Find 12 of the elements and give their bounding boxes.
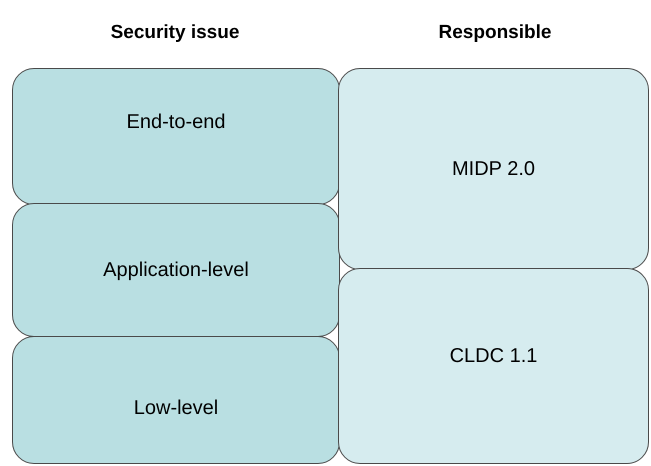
rounded-box [338, 68, 649, 270]
box-label: End-to-end [126, 111, 226, 134]
column-heading: Responsible [438, 22, 552, 44]
box-label: MIDP 2.0 [452, 158, 535, 180]
box-label: Low-level [134, 396, 218, 420]
box-label: Application-level [103, 258, 249, 282]
box-label: CLDC 1.1 [450, 344, 538, 368]
rounded-box [12, 203, 340, 337]
rounded-box [338, 268, 649, 464]
column-heading: Security issue [110, 22, 240, 44]
rounded-box [12, 336, 340, 464]
rounded-box [12, 68, 340, 205]
